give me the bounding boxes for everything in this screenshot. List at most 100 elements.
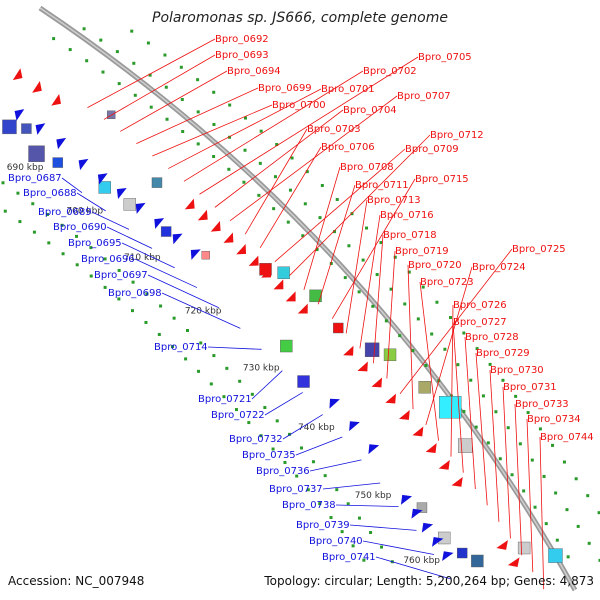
reverse-gene-label[interactable]: Bpro_0714: [154, 342, 208, 353]
reverse-gene-label[interactable]: Bpro_0741: [322, 552, 376, 563]
gene-leader-line: [349, 524, 417, 531]
forward-gene-label[interactable]: Bpro_0716: [380, 210, 434, 221]
track-dot: [347, 244, 351, 248]
forward-gene-arrow: [248, 255, 259, 266]
track-dot: [542, 474, 546, 478]
track-dot: [301, 234, 305, 238]
forward-gene-label[interactable]: Bpro_0702: [363, 66, 417, 77]
reverse-gene-arrow: [411, 508, 423, 519]
reverse-gene-label[interactable]: Bpro_0739: [296, 520, 350, 531]
forward-gene-label[interactable]: Bpro_0692: [215, 34, 269, 45]
track-dot: [101, 70, 105, 74]
gene-block: [151, 177, 163, 188]
forward-gene-label[interactable]: Bpro_0734: [527, 414, 581, 425]
forward-gene-label[interactable]: Bpro_0693: [215, 50, 269, 61]
track-dot: [393, 255, 397, 259]
forward-gene-label[interactable]: Bpro_0726: [453, 300, 507, 311]
forward-gene-label[interactable]: Bpro_0715: [415, 174, 469, 185]
forward-gene-label[interactable]: Bpro_0744: [540, 432, 594, 443]
forward-gene-label[interactable]: Bpro_0705: [418, 52, 472, 63]
forward-gene-label[interactable]: Bpro_0727: [453, 317, 507, 328]
forward-gene-label[interactable]: Bpro_0709: [405, 144, 459, 155]
track-dot: [295, 474, 299, 478]
reverse-gene-label[interactable]: Bpro_0732: [229, 434, 283, 445]
reverse-gene-label[interactable]: Bpro_0689: [38, 207, 92, 218]
reverse-gene-label[interactable]: Bpro_0738: [282, 500, 336, 511]
forward-gene-label[interactable]: Bpro_0724: [472, 262, 526, 273]
forward-gene-label[interactable]: Bpro_0733: [515, 399, 569, 410]
forward-gene-label[interactable]: Bpro_0699: [258, 83, 312, 94]
forward-gene-label[interactable]: Bpro_0723: [420, 277, 474, 288]
forward-gene-label[interactable]: Bpro_0694: [227, 66, 281, 77]
track-dot: [273, 175, 277, 179]
kbp-tick-label: 760 kbp: [403, 556, 440, 566]
track-dot: [486, 441, 490, 445]
forward-gene-label[interactable]: Bpro_0719: [395, 246, 449, 257]
gene-leader-line: [161, 292, 241, 329]
reverse-gene-label[interactable]: Bpro_0735: [242, 450, 296, 461]
reverse-gene-label[interactable]: Bpro_0736: [256, 466, 310, 477]
forward-gene-label[interactable]: Bpro_0706: [321, 142, 375, 153]
reverse-gene-label[interactable]: Bpro_0722: [211, 410, 265, 421]
forward-gene-arrow: [32, 81, 42, 93]
track-dot: [271, 447, 275, 451]
forward-gene-label[interactable]: Bpro_0708: [340, 162, 394, 173]
forward-gene-label[interactable]: Bpro_0712: [430, 130, 484, 141]
track-dot: [61, 252, 65, 256]
reverse-gene-label[interactable]: Bpro_0696: [81, 254, 135, 265]
track-dot: [180, 97, 184, 101]
kbp-tick-label: 740 kbp: [298, 423, 335, 433]
track-dot: [320, 183, 324, 187]
gene-leader-line: [106, 226, 153, 249]
reverse-gene-label[interactable]: Bpro_0695: [68, 238, 122, 249]
forward-gene-label[interactable]: Bpro_0720: [408, 260, 462, 271]
track-dot: [3, 209, 7, 213]
track-dot: [199, 341, 203, 345]
forward-gene-label[interactable]: Bpro_0704: [343, 105, 397, 116]
forward-gene-label[interactable]: Bpro_0730: [490, 365, 544, 376]
track-dot: [45, 212, 49, 216]
reverse-gene-arrow: [116, 187, 127, 199]
gene-block: [277, 266, 290, 279]
gene-leader-line: [136, 87, 259, 144]
forward-gene-label[interactable]: Bpro_0703: [307, 124, 361, 135]
gene-leader-line: [183, 70, 364, 182]
forward-gene-label[interactable]: Bpro_0728: [465, 332, 519, 343]
forward-gene-label[interactable]: Bpro_0731: [503, 382, 557, 393]
gene-leader-line: [303, 166, 341, 290]
forward-gene-arrow: [236, 243, 247, 255]
reverse-gene-label[interactable]: Bpro_0697: [94, 270, 148, 281]
track-dot: [242, 180, 246, 184]
forward-gene-label[interactable]: Bpro_0707: [397, 91, 451, 102]
track-dot: [323, 474, 327, 478]
reverse-gene-label[interactable]: Bpro_0690: [53, 222, 107, 233]
forward-gene-label[interactable]: Bpro_0701: [321, 84, 375, 95]
reverse-gene-label[interactable]: Bpro_0740: [309, 536, 363, 547]
gene-block: [383, 348, 397, 362]
gene-leader-line: [475, 352, 488, 506]
track-dot: [212, 90, 216, 94]
reverse-gene-label[interactable]: Bpro_0688: [23, 188, 77, 199]
track-dot: [514, 394, 518, 398]
forward-gene-arrow: [425, 443, 437, 453]
forward-gene-label[interactable]: Bpro_0711: [355, 180, 409, 191]
reverse-gene-label[interactable]: Bpro_0737: [269, 484, 323, 495]
track-dot: [421, 285, 425, 289]
track-dot: [462, 331, 466, 335]
track-dot: [494, 410, 498, 414]
reverse-gene-label[interactable]: Bpro_0721: [198, 394, 252, 405]
gene-leader-line: [335, 504, 399, 507]
forward-gene-label[interactable]: Bpro_0713: [367, 195, 421, 206]
forward-gene-label[interactable]: Bpro_0725: [512, 244, 566, 255]
track-dot: [259, 434, 263, 438]
forward-gene-label[interactable]: Bpro_0700: [272, 100, 326, 111]
forward-gene-label[interactable]: Bpro_0729: [476, 348, 530, 359]
forward-gene-label[interactable]: Bpro_0718: [383, 230, 437, 241]
track-dot: [144, 320, 148, 324]
reverse-gene-label[interactable]: Bpro_0687: [8, 173, 62, 184]
track-dot: [133, 93, 137, 97]
track-dot: [257, 193, 261, 197]
track-dot: [361, 258, 365, 262]
reverse-gene-label[interactable]: Bpro_0698: [108, 288, 162, 299]
track-dot: [565, 508, 569, 512]
